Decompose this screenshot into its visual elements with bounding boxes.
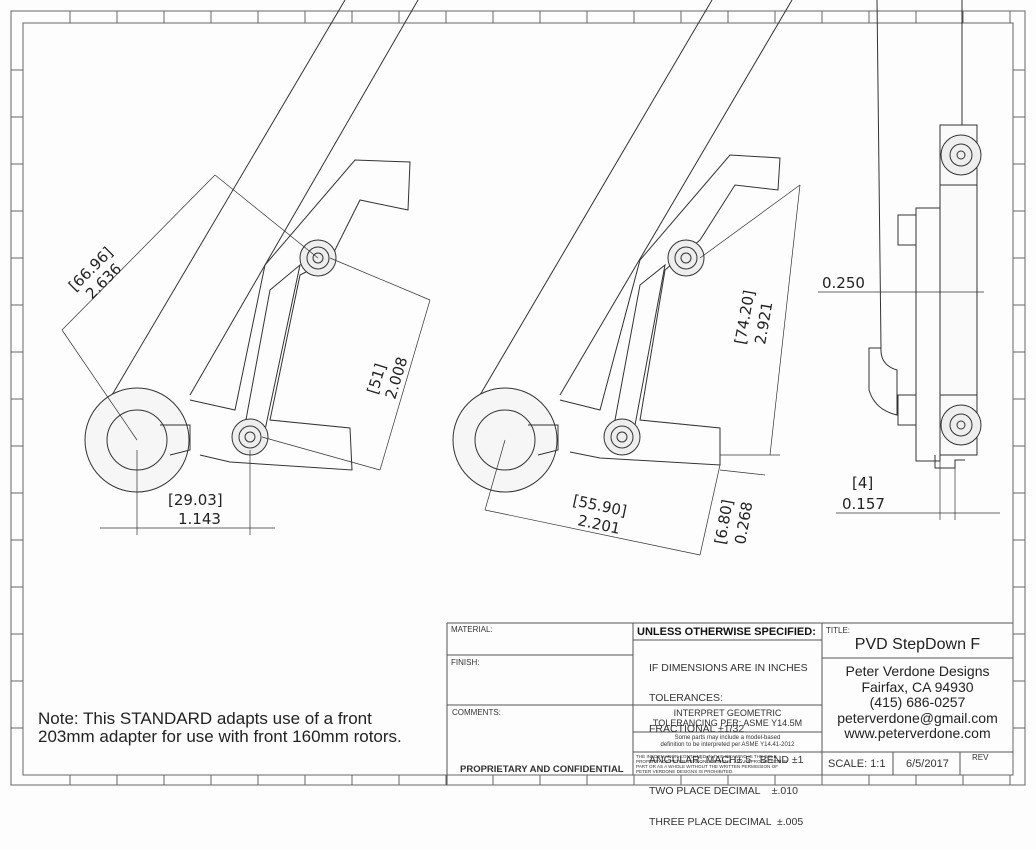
info-line: THE INFORMATION CONTAINED IN THIS DRAWIN… bbox=[636, 754, 777, 759]
bolt-icon bbox=[667, 239, 705, 277]
drawing-date: 6/5/2017 bbox=[906, 758, 949, 770]
proprietary-info: THE INFORMATION CONTAINED IN THIS DRAWIN… bbox=[636, 754, 787, 774]
front-view-middle: [55.90] 2.201 [74.20] 2.921 [6.80] 0.268 bbox=[452, 0, 801, 556]
interpret-line: INTERPRET GEOMETRIC bbox=[673, 708, 782, 718]
sheet-border bbox=[10, 10, 1026, 786]
material-label: MATERIAL: bbox=[451, 625, 493, 634]
proprietary-label: PROPRIETARY AND CONFIDENTIAL bbox=[460, 764, 624, 775]
drawing-sheet: [66.96] 2.636 [51] 2.008 [29.03] 1.143 [… bbox=[10, 0, 1026, 786]
title-block-grid bbox=[446, 622, 1013, 785]
bolt-icon bbox=[940, 404, 982, 446]
company-website: www.peterverdone.com bbox=[844, 725, 991, 741]
dim-view3-thick-in: 0.157 bbox=[842, 495, 885, 513]
company-info: Peter Verdone Designs Fairfax, CA 94930 … bbox=[822, 663, 1013, 742]
info-line: PROPERTY OF PETER VERDONE DESIGNS. ANY R… bbox=[636, 759, 788, 764]
drawing-title: PVD StepDown F bbox=[854, 636, 981, 653]
tol-line: FRACTIONAL ±1/32 bbox=[649, 723, 745, 736]
dim-view3-offset: 0.250 bbox=[822, 274, 865, 292]
bolt-icon bbox=[231, 418, 269, 456]
bolt-icon bbox=[940, 134, 982, 176]
bolt-icon bbox=[603, 418, 641, 456]
company-email: peterverdone@gmail.com bbox=[837, 709, 998, 726]
dim-view3-thick-mm: [4] bbox=[852, 474, 873, 492]
tol-line: ANGULAR: MACH±.5 BEND ±1 bbox=[649, 754, 804, 767]
model-based-note: Some parts may include a model-based def… bbox=[633, 735, 822, 749]
info-line: PART OR AS A WHOLE WITHOUT THE WRITTEN P… bbox=[636, 764, 778, 769]
note-line-2: 203mm adapter for use with front 160mm r… bbox=[38, 727, 402, 746]
dim-view1-horiz-in: 1.143 bbox=[178, 510, 221, 528]
model-line: Some parts may include a model-based bbox=[674, 735, 781, 741]
title-label: TITLE: bbox=[826, 626, 851, 635]
comments-label: COMMENTS: bbox=[452, 708, 501, 717]
tol-line: THREE PLACE DECIMAL ±.005 bbox=[649, 816, 804, 829]
tol-line: TWO PLACE DECIMAL ±.010 bbox=[649, 785, 798, 798]
front-view-left: [66.96] 2.636 [51] 2.008 [29.03] 1.143 bbox=[61, 0, 431, 535]
rev-label: REV bbox=[972, 753, 989, 762]
info-line: PETER VERDONE DESIGNS IS PROHIBITED. bbox=[636, 769, 734, 774]
tol-line: IF DIMENSIONS ARE IN INCHES bbox=[649, 661, 808, 674]
model-line: definition to be interpreted per ASME Y1… bbox=[660, 742, 795, 748]
company-address: Fairfax, CA 94930 bbox=[861, 678, 974, 695]
note-line-1: Note: This STANDARD adapts use of a fron… bbox=[38, 709, 372, 728]
side-view: 0.250 [4] 0.157 bbox=[818, 0, 1000, 520]
unless-specified: UNLESS OTHERWISE SPECIFIED: bbox=[637, 626, 816, 638]
company-phone: (415) 686-0257 bbox=[869, 694, 966, 710]
company-name: Peter Verdone Designs bbox=[845, 663, 990, 679]
drawing-note: Note: This STANDARD adapts use of a fron… bbox=[38, 710, 402, 746]
finish-label: FINISH: bbox=[451, 658, 480, 667]
dim-view1-horiz-mm: [29.03] bbox=[168, 491, 223, 509]
interpret-line: TOLERANCING PER: ASME Y14.5M bbox=[652, 718, 803, 728]
interpret-note: INTERPRET GEOMETRIC TOLERANCING PER: ASM… bbox=[633, 708, 822, 728]
scale: SCALE: 1:1 bbox=[828, 758, 886, 770]
tol-line: TOLERANCES: bbox=[649, 692, 723, 705]
